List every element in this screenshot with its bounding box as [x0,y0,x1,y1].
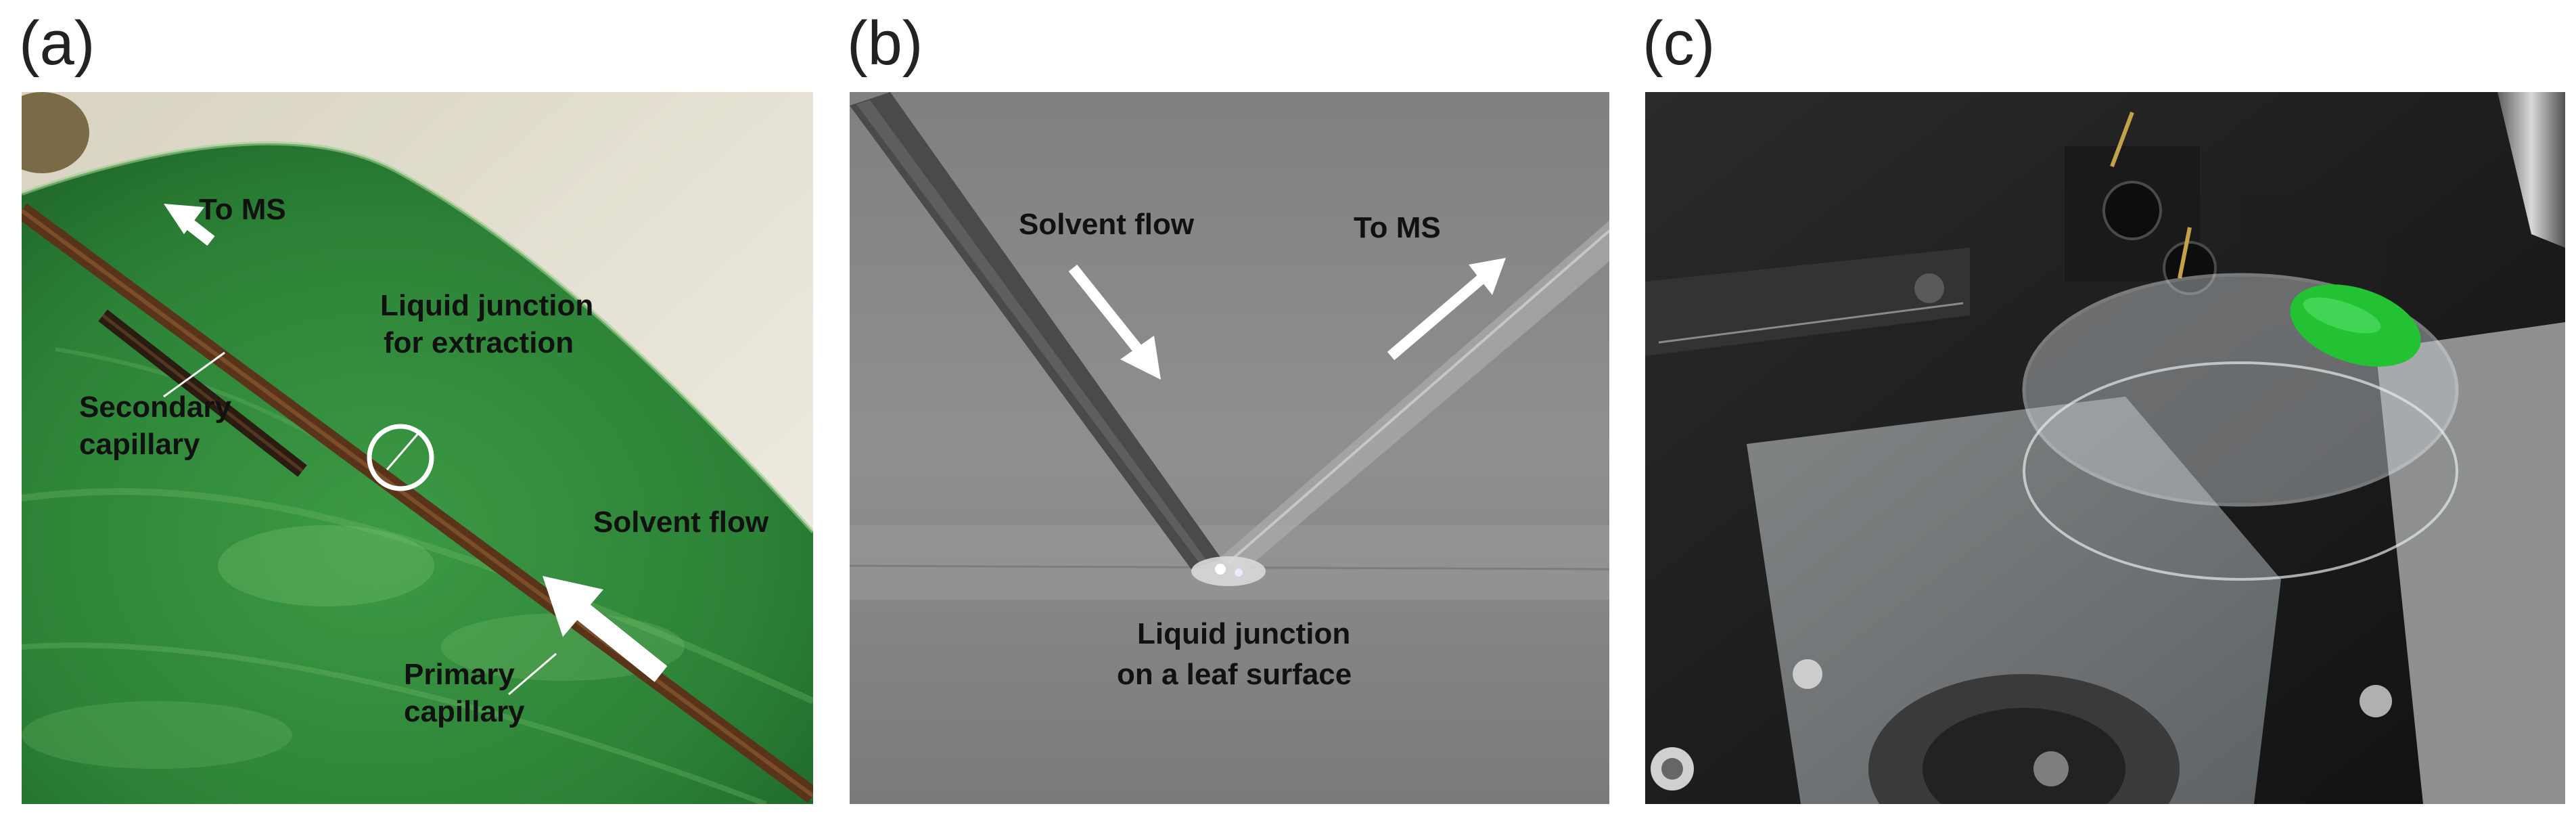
panel-label-b: (b) [847,9,923,78]
label-liquid-junction-a-line1: Liquid junction [380,289,594,322]
panel-label-c: (c) [1642,9,1716,78]
leaf-photo-drawing [22,92,813,804]
photo-apparatus [1645,92,2565,804]
label-primary-capillary-line1: Primary [404,658,515,691]
apparatus-photo-drawing [1645,92,2565,804]
photo-liquid-junction: Solvent flow To MS Liquid junction on a … [850,92,1609,804]
label-primary-capillary-line2: capillary [404,695,525,728]
label-liquid-junction-a-line2: for extraction [384,326,574,359]
label-to-ms-a: To MS [199,193,286,226]
label-secondary-capillary-line2: capillary [79,428,200,461]
arrow-solvent-flow-b [1068,265,1161,380]
arrow-to-ms-b [1387,258,1506,361]
label-secondary-capillary-line1: Secondary [79,391,231,424]
label-solvent-flow-a: Solvent flow [593,506,769,539]
arrow-to-ms-a [164,204,215,246]
arrow-solvent-flow-a [543,576,668,682]
label-to-ms-b: To MS [1354,211,1441,244]
photo-leaf-capillaries: To MS Liquid junction for extraction Sec… [22,92,813,804]
label-solvent-flow-b: Solvent flow [1019,208,1195,241]
panel-label-a: (a) [19,9,95,78]
label-liquid-junction-b-line2: on a leaf surface [1117,658,1352,691]
gray-photo-drawing [850,92,1609,804]
label-liquid-junction-b-line1: Liquid junction [1137,617,1351,650]
